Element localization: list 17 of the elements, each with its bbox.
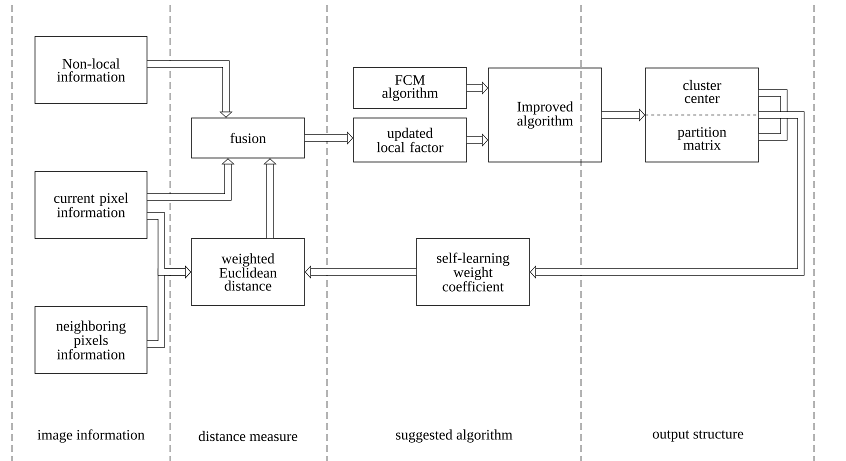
process-box: Improved algorithm — [488, 68, 602, 162]
double-arrow — [530, 111, 804, 279]
process-box: updated local factor — [353, 118, 467, 162]
column-label: distance measure — [198, 430, 298, 442]
column-label: output structure — [652, 430, 744, 442]
input-box: Non-local information — [34, 36, 148, 104]
column-label: suggested algorithm — [396, 429, 512, 443]
output-box: cluster center partition matrix — [644, 68, 760, 162]
process-box: self-learning weight coefficient — [416, 238, 530, 306]
column-label: image information — [38, 429, 145, 443]
process-box: FCM algorithm — [353, 67, 467, 109]
process-box: weighted Euclidean distance — [191, 238, 305, 306]
process-box: fusion — [191, 118, 305, 158]
input-box: current pixel information — [34, 171, 148, 239]
double-arrow — [147, 60, 233, 118]
input-box: neighboring pixels information — [34, 306, 148, 374]
double-line — [758, 89, 788, 141]
